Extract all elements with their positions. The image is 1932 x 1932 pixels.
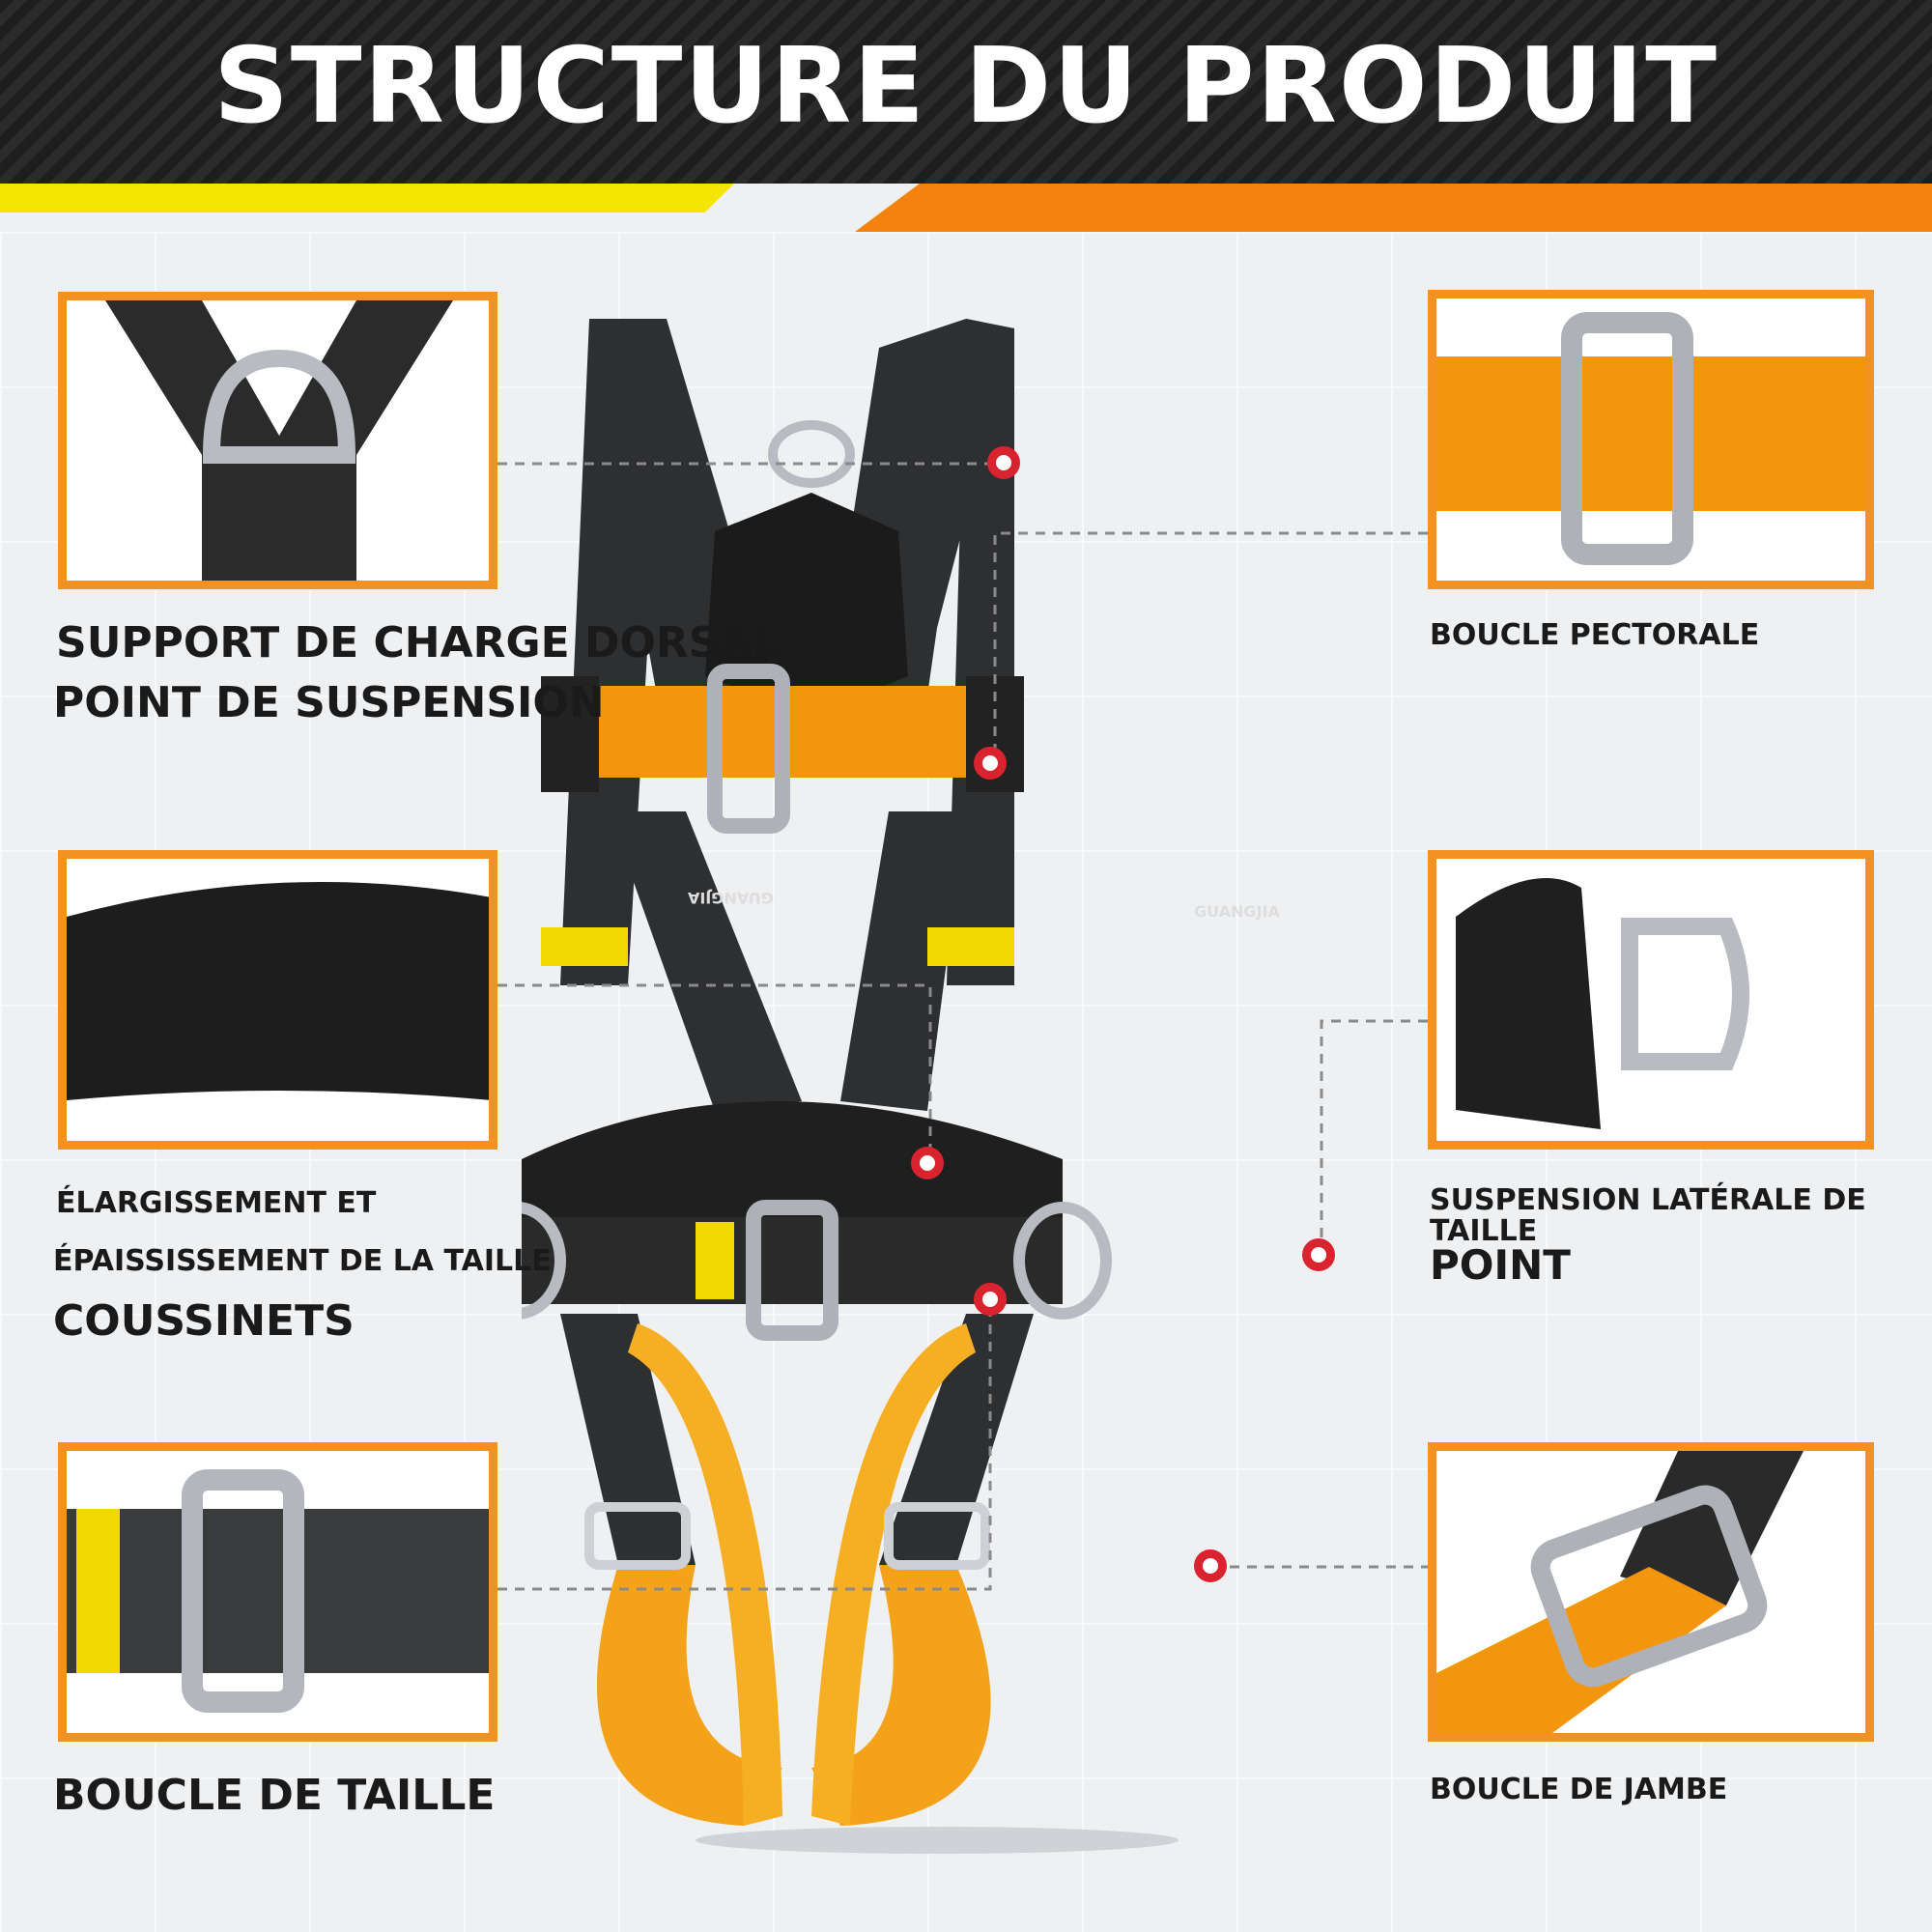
panel-leg-buckle (1428, 1442, 1874, 1742)
marker-dorsal[interactable] (987, 446, 1020, 479)
yellow-stripe (0, 184, 734, 213)
label-waist-buckle: BOUCLE DE TAILLE (53, 1771, 496, 1820)
label-dorsal-1: SUPPORT DE CHARGE DORSAL (56, 618, 780, 668)
page-title: STRUCTURE DU PRODUIT (213, 26, 1719, 147)
left-side-d-ring-icon (522, 1202, 566, 1320)
leg-buckle-icon (1530, 1485, 1768, 1688)
label-pad-2: ÉPAISSISSEMENT DE LA TAILLE (53, 1244, 552, 1278)
header-banner (0, 0, 1932, 184)
waist-pad-icon (67, 882, 489, 1100)
label-pad-1: ÉLARGISSEMENT ET (56, 1186, 377, 1220)
marker-waist-pad[interactable] (911, 1147, 944, 1179)
label-lateral-1: SUSPENSION LATÉRALE DE (1430, 1183, 1866, 1217)
dorsal-d-ring-icon (768, 420, 855, 488)
label-lateral-2: TAILLE (1430, 1214, 1538, 1248)
panel-waist-pad (58, 850, 497, 1150)
label-pad-3: COUSSINETS (53, 1296, 355, 1346)
marker-leg-buckle[interactable] (1194, 1549, 1227, 1582)
dorsal-d-ring-icon (202, 349, 356, 464)
label-pectoral: BOUCLE PECTORALE (1430, 618, 1760, 652)
waist-buckle-icon (182, 1469, 304, 1713)
buckle-icon (1561, 312, 1693, 565)
right-side-d-ring-icon (1013, 1202, 1112, 1320)
label-leg-buckle: BOUCLE DE JAMBE (1430, 1773, 1728, 1806)
marker-lateral[interactable] (1302, 1238, 1335, 1271)
lateral-d-ring-icon (1621, 918, 1749, 1070)
panel-pectoral (1428, 290, 1874, 589)
panel-waist-buckle (58, 1442, 497, 1742)
orange-stripe (855, 184, 1932, 232)
brand-mark-right: GUANGJIA (1194, 902, 1280, 921)
marker-pectoral[interactable] (974, 747, 1007, 780)
label-dorsal-2: POINT DE SUSPENSION (53, 678, 605, 727)
harness-illustration (522, 319, 1179, 1854)
label-lateral-3: POINT (1430, 1241, 1571, 1289)
marker-waist-buckle[interactable] (974, 1283, 1007, 1316)
panel-dorsal (58, 292, 497, 589)
panel-lateral (1428, 850, 1874, 1150)
